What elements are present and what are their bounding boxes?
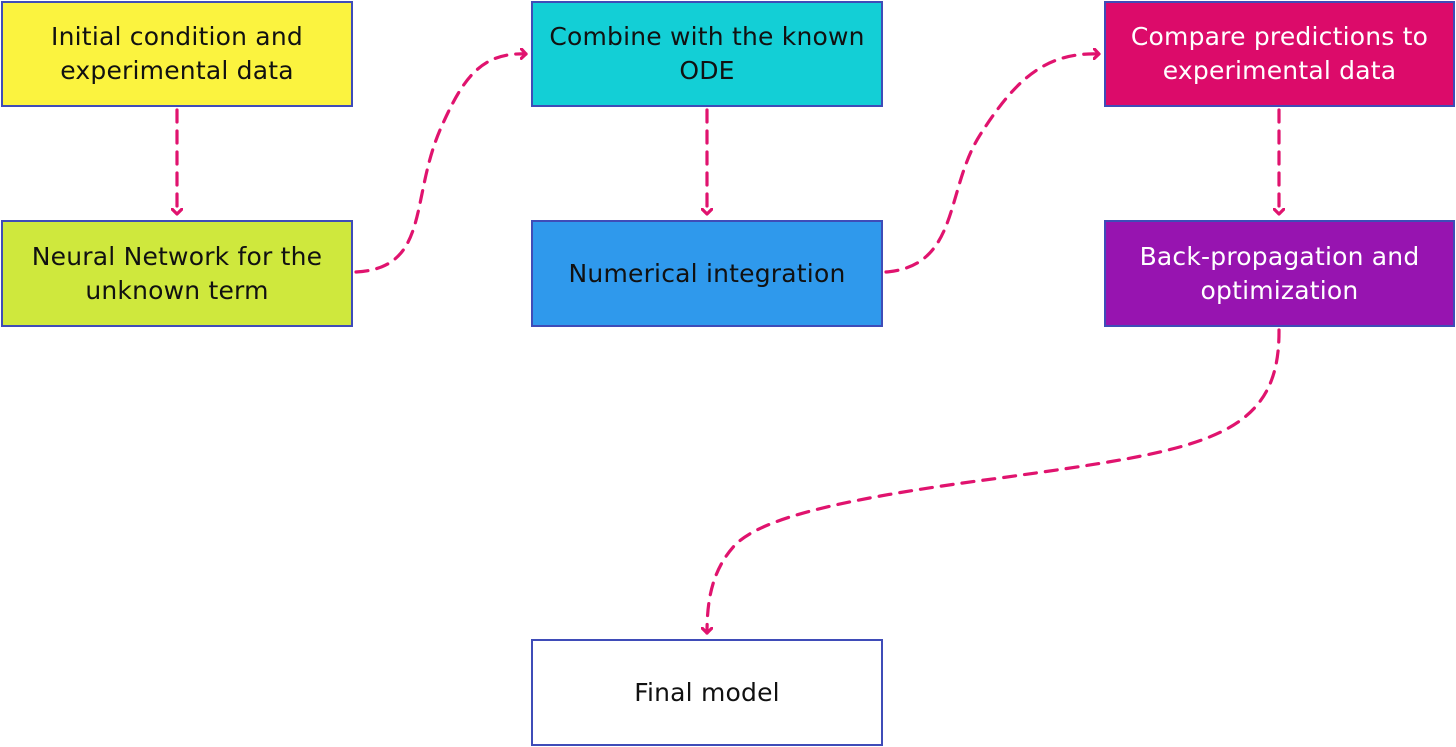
node-backpropagation: Back-propagation and optimization xyxy=(1104,220,1455,327)
node-neural-network: Neural Network for the unknown term xyxy=(1,220,353,327)
node-combine-ode-label: Combine with the known ODE xyxy=(549,22,865,85)
node-combine-ode: Combine with the known ODE xyxy=(531,1,883,107)
node-compare-predictions-label: Compare predictions to experimental data xyxy=(1130,22,1429,85)
edge-neural-to-combine-arrow xyxy=(354,54,528,274)
node-numerical-integration: Numerical integration xyxy=(531,220,883,327)
edge-backprop-to-final-arrow xyxy=(707,328,1281,635)
node-final-model: Final model xyxy=(531,639,883,746)
node-final-model-label: Final model xyxy=(634,677,780,707)
node-initial-condition-label: Initial condition and experimental data xyxy=(51,22,303,85)
edge-numerical-to-compare-arrow xyxy=(884,54,1101,274)
node-backpropagation-label: Back-propagation and optimization xyxy=(1139,241,1420,305)
node-neural-network-label: Neural Network for the unknown term xyxy=(31,241,323,305)
node-numerical-integration-label: Numerical integration xyxy=(568,258,846,288)
node-compare-predictions: Compare predictions to experimental data xyxy=(1104,1,1455,107)
node-initial-condition: Initial condition and experimental data xyxy=(1,1,353,107)
